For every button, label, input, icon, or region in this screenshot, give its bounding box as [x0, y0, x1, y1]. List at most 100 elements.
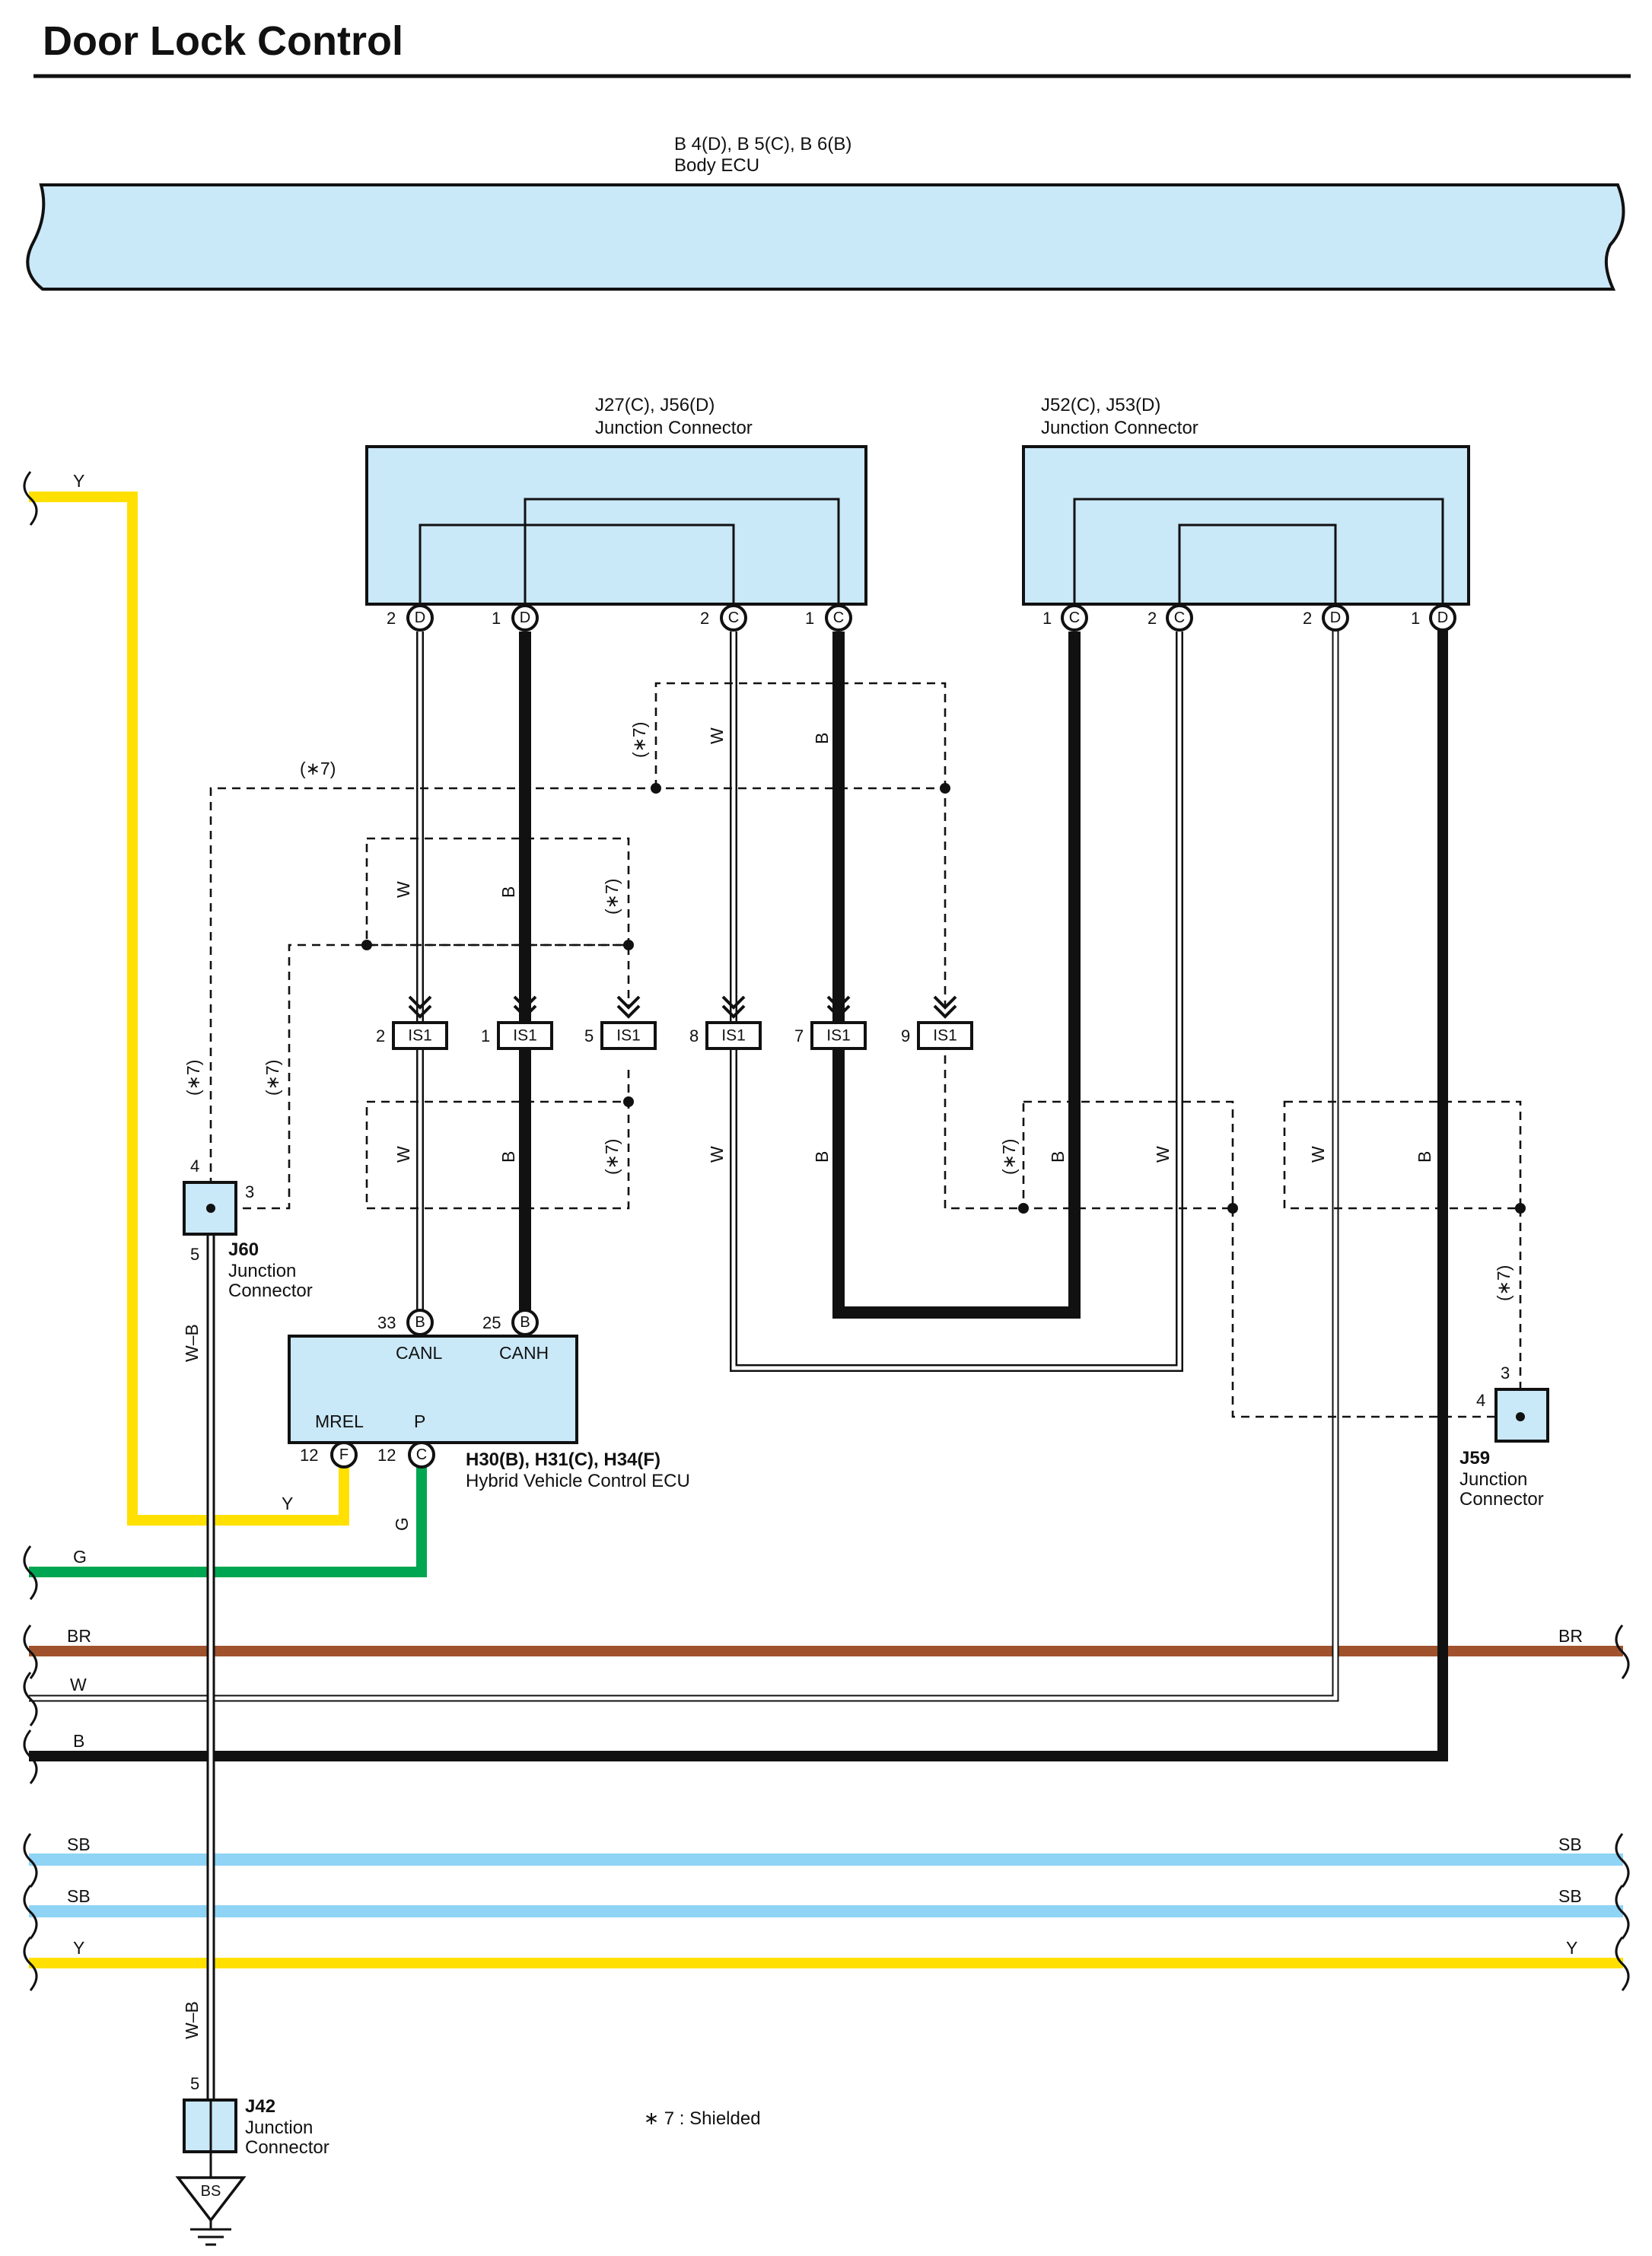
label-can-b-4: B [812, 1151, 832, 1163]
label-wire-g-vertical: G [392, 1517, 412, 1531]
label-wire-w: W [70, 1675, 87, 1694]
j52-jumper-c1-d1 [1073, 498, 1444, 618]
label-can-w-4: W [707, 1146, 727, 1163]
hv-pin-letter-2: B [520, 1314, 530, 1331]
is1-label-4: IS1 [721, 1027, 746, 1045]
is1-label-1: IS1 [408, 1027, 432, 1045]
j42-connector: 5 J42 Junction Connector [183, 2074, 329, 2158]
j27-jumper-d1-c1 [524, 498, 840, 618]
can-wires [416, 632, 1183, 1372]
label-wire-wb-upper: W–B [182, 1324, 202, 1362]
wire-w-inner [29, 624, 1338, 1701]
shield-label-8: (∗7) [1494, 1265, 1514, 1301]
shield-labels: (∗7) (∗7) (∗7) (∗7) (∗7) (∗7) (∗7) (∗7) [183, 722, 1514, 1301]
ground-bs: BS [175, 2152, 247, 2246]
harness-wires [29, 492, 1623, 1968]
j60-connector: 4 3 5 J60 Junction Connector [183, 1157, 313, 1301]
label-can-w-3: W [707, 727, 727, 744]
wire-break-marks-left [23, 471, 38, 1991]
j60-pin-4: 4 [190, 1157, 199, 1176]
j59-pin-4: 4 [1476, 1391, 1485, 1410]
j52-jumper-c2-d2 [1178, 523, 1337, 618]
shield-label-7: (∗7) [999, 1139, 1019, 1175]
is1-pin-7: 7 [794, 1026, 804, 1045]
j60-name-2: Connector [228, 1281, 313, 1301]
j42-code: J42 [245, 2096, 275, 2117]
label-can-b-5: B [1048, 1151, 1068, 1163]
label-wire-y-right: Y [1566, 1938, 1577, 1958]
hv-ecu-name: Hybrid Vehicle Control ECU [466, 1471, 690, 1491]
can-wire-labels: W B W B W B W B B W W B [393, 727, 1434, 1163]
hv-term-canh: CANH [499, 1343, 549, 1363]
j59-pin-3: 3 [1501, 1363, 1510, 1383]
j52-name: Junction Connector [1041, 418, 1198, 438]
j27-pin-num-2: 1 [492, 609, 501, 628]
hv-pin-num-4: 12 [377, 1446, 396, 1465]
hv-pin-letter-3: F [339, 1446, 349, 1463]
legend-shielded: ∗ 7 : Shielded [644, 2108, 761, 2129]
label-wire-b: B [73, 1731, 84, 1751]
hv-term-canl: CANL [396, 1343, 443, 1363]
label-wire-wb-lower: W–B [182, 2001, 202, 2039]
label-can-w-2: W [393, 1146, 413, 1163]
j60-name-1: Junction [228, 1261, 296, 1281]
is1-label-6: IS1 [933, 1027, 957, 1045]
wire-g [29, 1459, 427, 1577]
shield-label-3: (∗7) [602, 879, 622, 915]
j60-pin-5: 5 [190, 1245, 199, 1264]
body-ecu-code: B 4(D), B 5(C), B 6(B) [674, 134, 851, 154]
is1-pin-5: 5 [584, 1026, 594, 1045]
label-can-b-1: B [498, 886, 518, 898]
shield-label-top: (∗7) [300, 759, 336, 778]
wire-y-mrel [29, 492, 349, 1526]
j27-pin-letter-1: D [415, 609, 425, 626]
j52-pin-letter-4: D [1437, 609, 1448, 626]
shield-label-2: (∗7) [629, 722, 649, 758]
label-can-w-1: W [393, 881, 413, 898]
wire-w-outer [29, 624, 1339, 1702]
label-can-b-6: B [1415, 1151, 1434, 1163]
hv-term-p: P [414, 1411, 425, 1431]
is1-label-5: IS1 [826, 1027, 851, 1045]
j27-pin-letter-3: C [728, 609, 739, 626]
j59-connector: 3 4 J59 Junction Connector [1459, 1363, 1549, 1510]
ground-label: BS [201, 2183, 221, 2200]
hv-pin-num-3: 12 [300, 1446, 318, 1465]
label-can-w-5: W [1153, 1146, 1173, 1163]
j27-pin-letter-2: D [520, 609, 530, 626]
label-wire-y-mrel: Y [282, 1494, 293, 1513]
body-ecu-name: Body ECU [674, 155, 759, 176]
j52-pin-letter-3: D [1330, 609, 1341, 626]
is1-pin-2: 2 [376, 1026, 385, 1045]
label-wire-sb2-left: SB [67, 1886, 91, 1906]
label-can-w-6: W [1308, 1146, 1328, 1163]
label-wire-br-right: BR [1558, 1626, 1583, 1646]
hv-pin-letter-4: C [416, 1446, 427, 1463]
page-title: Door Lock Control [43, 18, 403, 64]
label-can-b-3: B [812, 733, 832, 744]
j52-pin-letter-2: C [1174, 609, 1185, 626]
j27-pin-num-3: 2 [700, 609, 709, 628]
j27-pin-num-4: 1 [805, 609, 814, 628]
j59-name-1: Junction [1459, 1469, 1527, 1490]
hv-ecu-box [288, 1335, 578, 1444]
hv-pin-letter-1: B [415, 1314, 425, 1331]
shield-dots [361, 783, 1526, 1214]
label-wire-br-left: BR [67, 1626, 91, 1646]
is1-connectors: IS1 IS1 IS1 IS1 IS1 IS1 2 1 5 8 7 9 [376, 995, 973, 1050]
shield-label-6: (∗7) [263, 1060, 282, 1096]
j27-name: Junction Connector [595, 418, 753, 438]
j59-code: J59 [1459, 1448, 1490, 1468]
hv-pin-num-1: 33 [377, 1313, 396, 1332]
j60-pin-3: 3 [245, 1182, 254, 1201]
is1-pin-1: 1 [481, 1026, 490, 1045]
body-ecu-box [26, 183, 1625, 291]
shield-label-4: (∗7) [602, 1139, 622, 1175]
j27-code: J27(C), J56(D) [595, 395, 715, 415]
j52-pin-num-3: 2 [1303, 609, 1312, 628]
j27-pin-letter-4: C [833, 609, 844, 626]
hv-term-mrel: MREL [315, 1411, 364, 1431]
j42-name-1: Junction [245, 2118, 313, 2138]
shield-label-5: (∗7) [183, 1060, 203, 1096]
